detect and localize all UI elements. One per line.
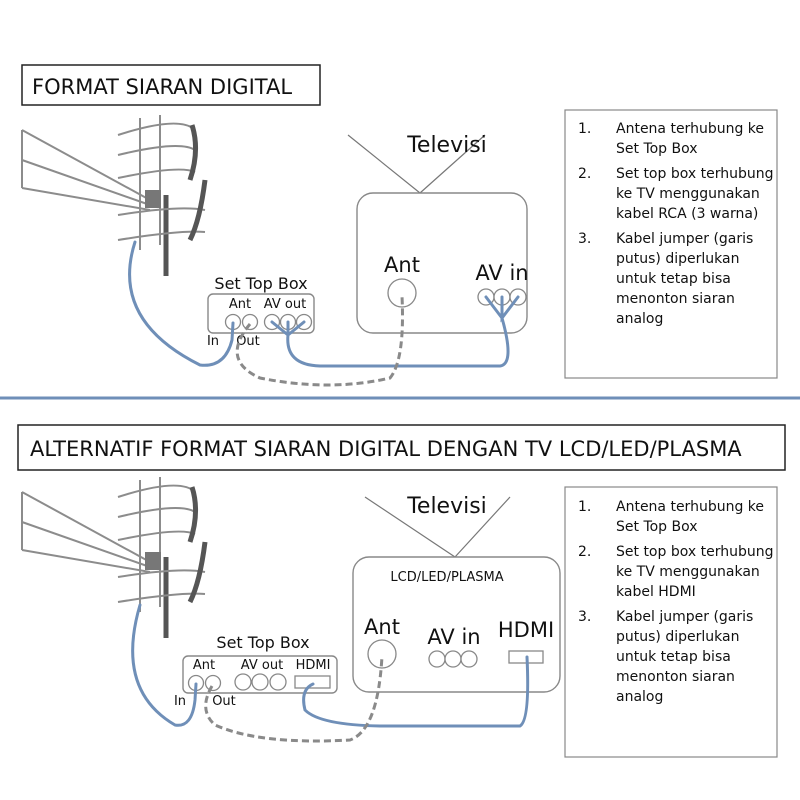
section-1-title-box [21, 64, 321, 106]
note-line: Antena terhubung ke [616, 499, 764, 515]
tv-antenna-right [454, 496, 511, 558]
note-number: 1. [578, 121, 591, 137]
antenna-icon [21, 477, 208, 638]
stb-in-label: In [207, 334, 219, 349]
note-line: analog [616, 689, 663, 705]
tv-av-port [444, 650, 462, 668]
section-2-title: ALTERNATIF FORMAT SIARAN DIGITAL DENGAN … [30, 437, 742, 461]
stb-hdmi-label: HDMI [296, 658, 331, 673]
note-line: Set Top Box [616, 519, 698, 535]
stb-label: Set Top Box [216, 633, 309, 652]
stb-hdmi-port [294, 675, 331, 689]
tv-av-port [460, 650, 478, 668]
stb-av-port [251, 673, 269, 691]
note-line: Kabel jumper (garis [616, 609, 753, 625]
hdmi-cable [302, 655, 530, 728]
note-line: menonton siaran [616, 669, 735, 685]
note-number: 3. [578, 609, 591, 625]
tv-av-port [428, 650, 446, 668]
note-line: putus) diperlukan [616, 251, 739, 267]
stb-ant-out-port [204, 674, 222, 692]
notes-box-1 [564, 109, 778, 379]
note-number: 2. [578, 544, 591, 560]
note-line: Set Top Box [616, 141, 698, 157]
note-line: putus) diperlukan [616, 629, 739, 645]
stb-label: Set Top Box [214, 274, 307, 293]
note-line: ke TV menggunakan [616, 186, 760, 202]
section-2: ALTERNATIF FORMAT SIARAN DIGITAL DENGAN … [17, 424, 786, 758]
note-line: kabel HDMI [616, 584, 696, 600]
antenna-icon [21, 115, 208, 276]
stb-av-port [234, 673, 252, 691]
rca-cable [270, 295, 520, 368]
note-number: 2. [578, 166, 591, 182]
tv-ant-port [367, 639, 397, 669]
stb-out-label: Out [236, 334, 260, 349]
section-1: FORMAT SIARAN DIGITAL Televisi Ant AV in… [21, 64, 778, 387]
tv-av-in-label: AV in [475, 261, 528, 285]
tv-label: Televisi [406, 494, 487, 519]
note-line: kabel RCA (3 warna) [616, 206, 758, 222]
stb-ant-label: Ant [193, 658, 215, 673]
note-line: menonton siaran [616, 291, 735, 307]
notes-list-2: 1. Antena terhubung ke Set Top Box 2. Set to… [578, 499, 773, 705]
tv-antenna-left [364, 496, 456, 558]
tv-ant-label: Ant [384, 253, 420, 277]
jumper-cable [235, 295, 404, 387]
section-1-title: FORMAT SIARAN DIGITAL [32, 75, 292, 99]
stb-av-out-label: AV out [241, 658, 283, 673]
note-line: Set top box terhubung [616, 166, 773, 182]
note-line: Antena terhubung ke [616, 121, 764, 137]
stb-out-label: Out [212, 694, 236, 709]
tv-antenna-left [347, 134, 421, 194]
section-2-title-box [17, 424, 786, 471]
tv-ant-label: Ant [364, 615, 400, 639]
note-line: analog [616, 311, 663, 327]
tv-hdmi-label: HDMI [498, 618, 554, 642]
note-number: 1. [578, 499, 591, 515]
stb-av-out-label: AV out [264, 297, 306, 312]
stb-ant-out-port [241, 313, 259, 331]
jumper-cable [204, 655, 384, 743]
tv-label: Televisi [406, 133, 487, 158]
stb-in-label: In [174, 694, 186, 709]
tv-ant-port [387, 278, 417, 308]
stb-av-port [269, 673, 287, 691]
stb-ant-label: Ant [229, 297, 251, 312]
note-line: ke TV menggunakan [616, 564, 760, 580]
antenna-cable [131, 603, 198, 727]
notes-box-2 [564, 486, 778, 758]
tv-type-label: LCD/LED/PLASMA [390, 570, 503, 585]
tv-box [352, 556, 561, 693]
note-line: Kabel jumper (garis [616, 231, 753, 247]
antenna-cable [128, 240, 235, 367]
note-line: untuk tetap bisa [616, 649, 731, 665]
tv-av-in-label: AV in [427, 625, 480, 649]
note-number: 3. [578, 231, 591, 247]
note-line: Set top box terhubung [616, 544, 773, 560]
notes-list-1: 1. Antena terhubung ke Set Top Box 2. Set to… [578, 121, 773, 327]
tv-antenna-right [419, 134, 486, 194]
note-line: untuk tetap bisa [616, 271, 731, 287]
